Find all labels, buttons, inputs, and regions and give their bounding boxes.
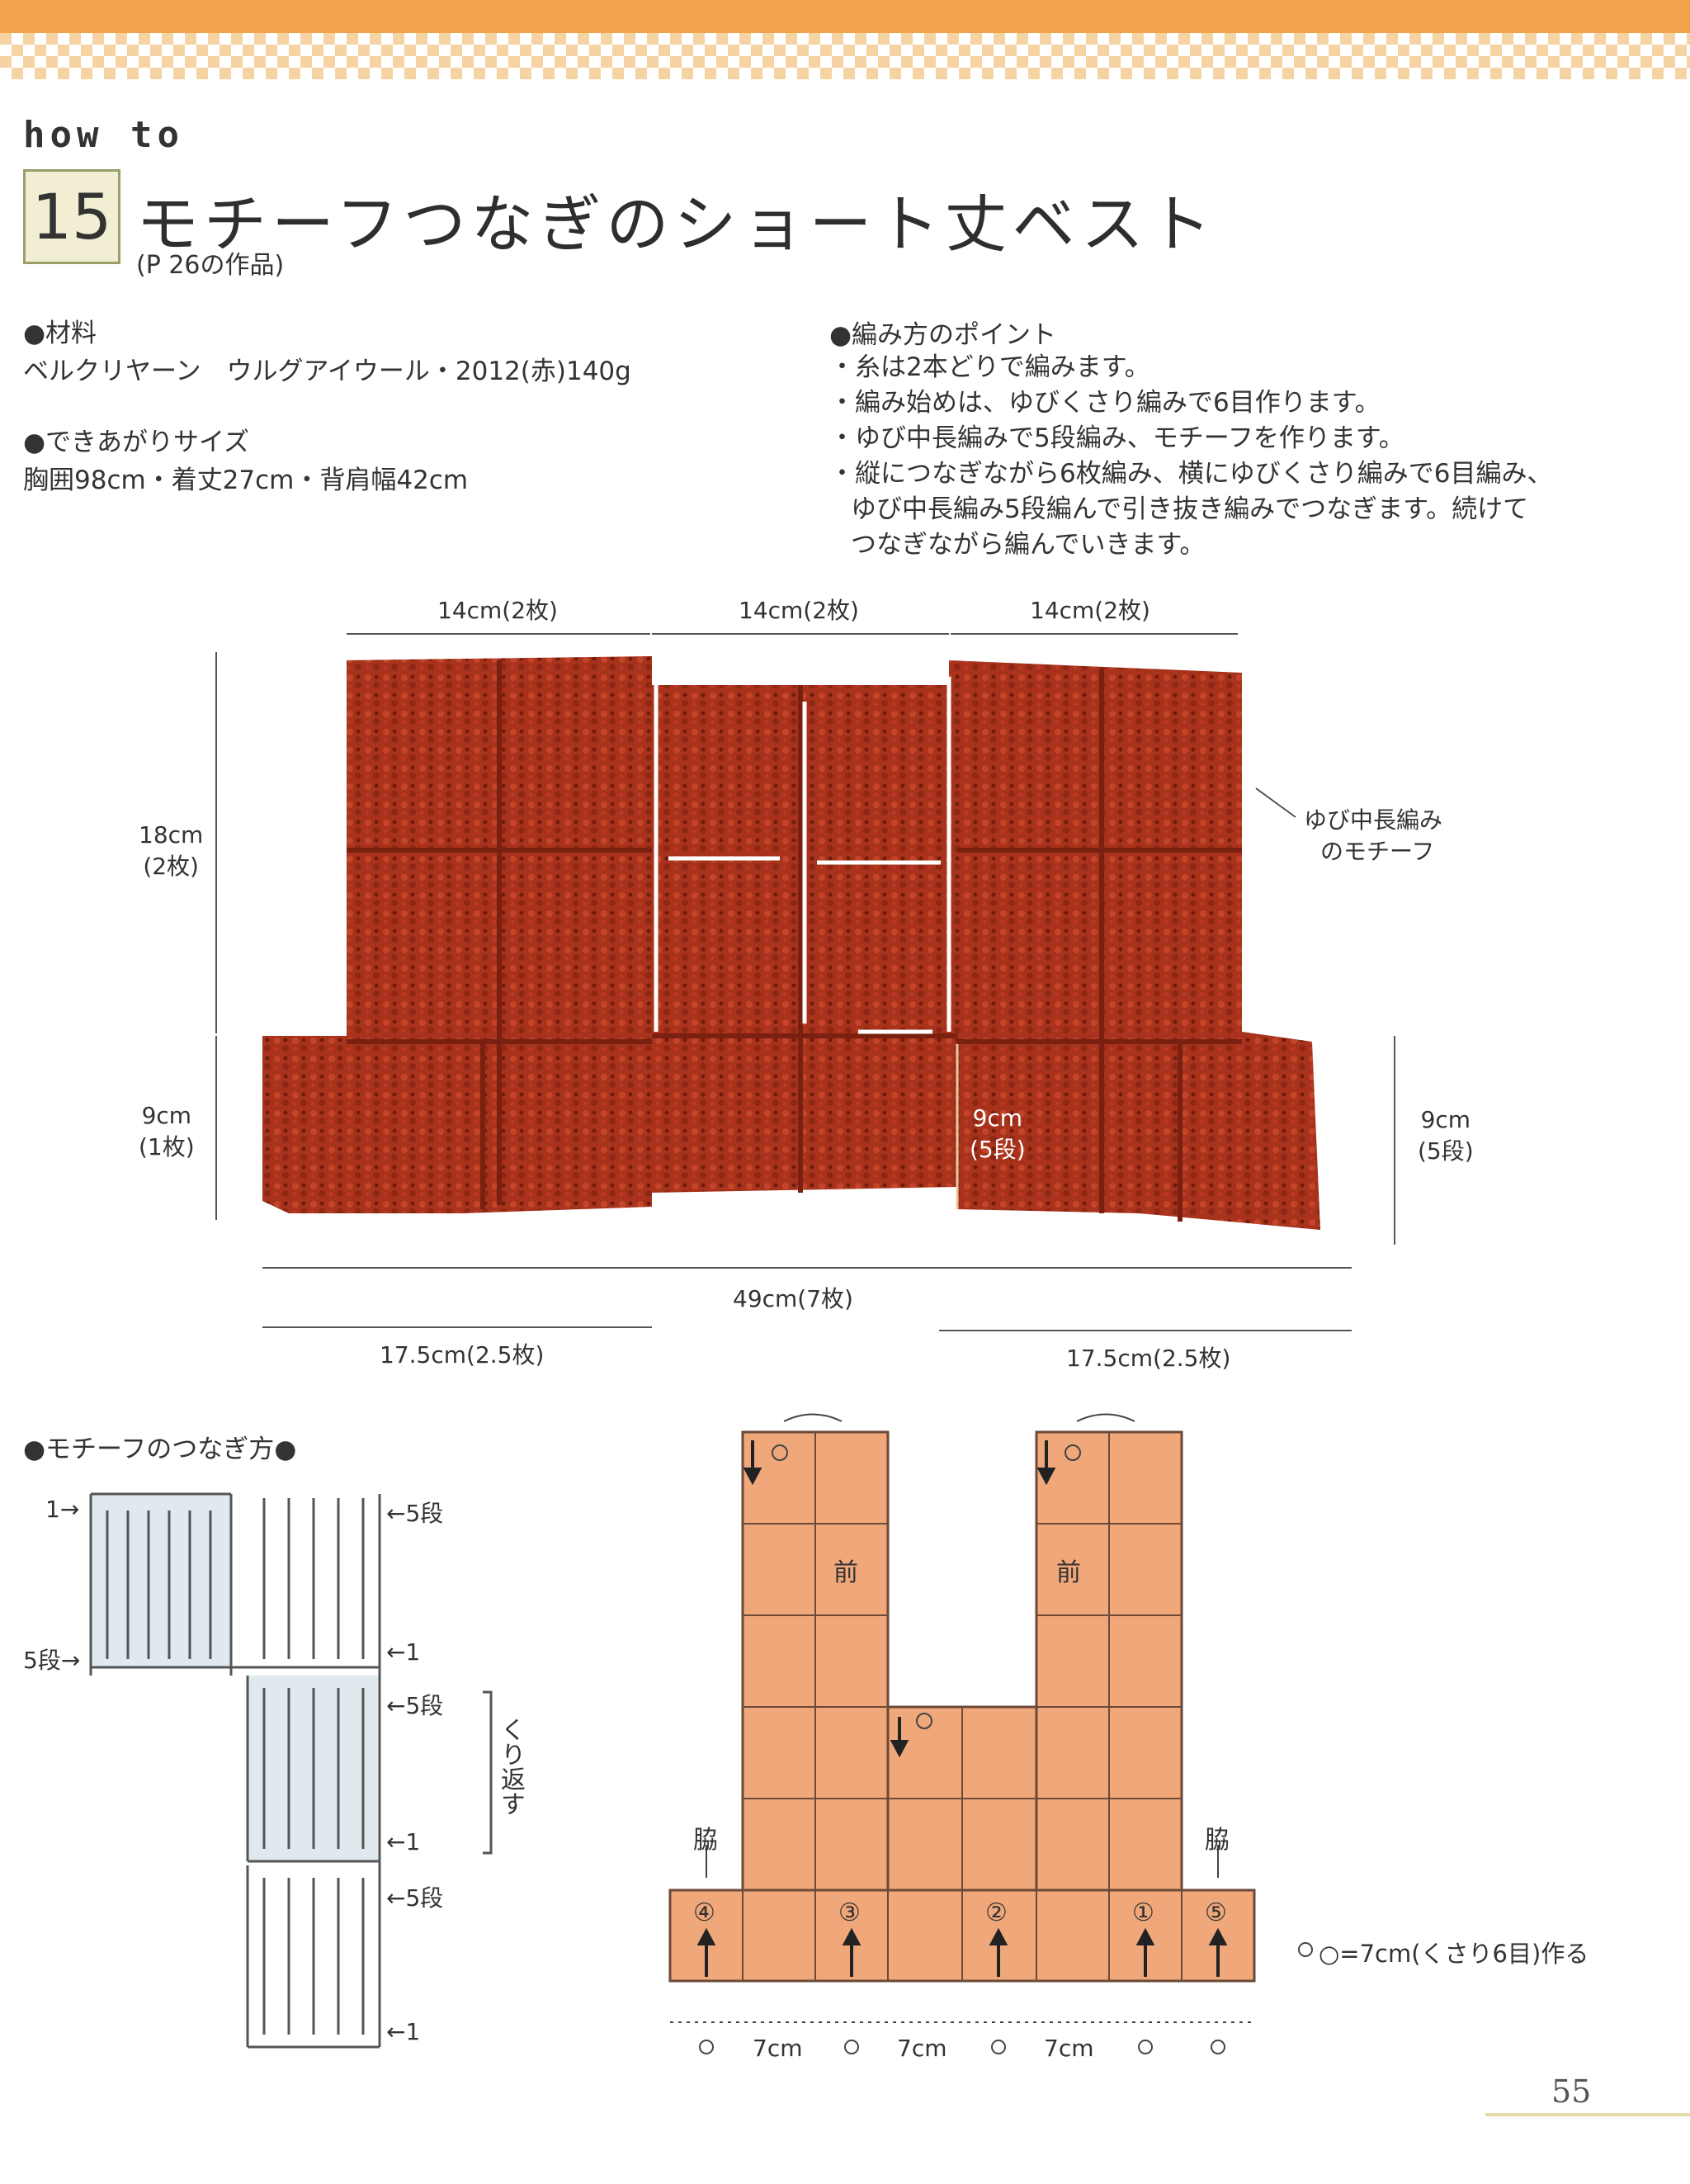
order-5: ⑤	[1205, 1898, 1227, 1927]
join-stitches	[89, 1492, 493, 2049]
point-item: ・縦につなぎながら6枚編み、横にゆびくさり編みで6目編み、	[829, 459, 1553, 489]
top-decorative-band	[0, 0, 1690, 33]
page-number: 55	[1551, 2073, 1592, 2110]
join-label-left-5: 5段→	[23, 1647, 81, 1674]
point-continuation: ゆび中長編み5段編んで引き抜き編みでつなぎます。続けて	[851, 494, 1529, 524]
order-1: ①	[1132, 1898, 1154, 1927]
bottom-7cm-3: 7cm	[1044, 2035, 1094, 2062]
dim-bottom-left: 17.5cm(2.5枚)	[380, 1341, 545, 1369]
dim-left-lower-value: 9cm	[141, 1102, 192, 1129]
dim-bottom-right: 17.5cm(2.5枚)	[1066, 1345, 1231, 1372]
join-label-bot-1: ←1	[386, 2018, 421, 2045]
side-label-left: 脇	[693, 1826, 718, 1855]
dim-left-upper-count: (2枚)	[143, 853, 199, 880]
join-label-top-1: 1→	[45, 1496, 80, 1523]
join-label-mid-5: ←5段	[386, 1692, 444, 1719]
join-label-bot-5: ←5段	[386, 1884, 444, 1912]
top-checker-border	[0, 33, 1690, 79]
points-list: ・糸は2本どりで編みます。 ・編み始めは、ゆびくさり編みで6目作ります。 ・ゆび…	[829, 350, 1552, 563]
page-title: モチーフつなぎのショート丈ベスト	[136, 187, 1216, 261]
legend-text: ○=7cm(くさり6目)作る	[1319, 1940, 1589, 1968]
dim-inner: 9cm (5段)	[970, 1104, 1026, 1165]
point-continuation: つなぎながら編んでいきます。	[851, 530, 1206, 560]
page-number-underline	[1485, 2113, 1690, 2116]
dim-inner-rows: (5段)	[970, 1136, 1026, 1163]
dim-left-lower-count: (1枚)	[139, 1133, 195, 1161]
front-label-right: 前	[1056, 1558, 1081, 1587]
dim-top-3: 14cm(2枚)	[1030, 597, 1150, 624]
dim-top-1: 14cm(2枚)	[437, 597, 558, 624]
join-diagram-title: ●モチーフのつなぎ方●	[23, 1435, 297, 1464]
point-item: ・編み始めは、ゆびくさり編みで6目作ります。	[829, 388, 1381, 418]
order-2: ②	[985, 1898, 1008, 1927]
materials-text: ベルクリヤーン ウルグアイウール・2012(赤)140g	[23, 357, 631, 386]
dim-top-2: 14cm(2枚)	[739, 597, 859, 624]
page-subtitle: (P 26の作品)	[136, 251, 285, 280]
dim-right-rows: (5段)	[1418, 1137, 1474, 1165]
front-label-left: 前	[833, 1558, 858, 1587]
bottom-7cm-2: 7cm	[897, 2035, 947, 2062]
point-item: ・ゆび中長編みで5段編み、モチーフを作ります。	[829, 423, 1404, 453]
dim-right-value: 9cm	[1420, 1106, 1471, 1133]
dim-left-upper: 18cm (2枚)	[139, 821, 203, 882]
bottom-7cm-1: 7cm	[753, 2035, 803, 2062]
dim-bottom: 49cm(7枚)	[733, 1285, 853, 1312]
motif-label-line1: ゆび中長編み	[1304, 806, 1443, 834]
points-heading: ●編み方のポイント	[829, 320, 1057, 350]
point-item: ・糸は2本どりで編みます。	[829, 352, 1150, 382]
finished-size-text: 胸囲98cm・着丈27cm・背肩幅42cm	[23, 466, 469, 495]
order-4: ④	[693, 1898, 715, 1927]
materials-heading: ●材料	[23, 319, 97, 348]
order-3: ③	[838, 1898, 861, 1927]
side-label-right: 脇	[1205, 1826, 1230, 1855]
dim-left-upper-value: 18cm	[139, 821, 204, 849]
dim-right: 9cm (5段)	[1418, 1106, 1474, 1166]
how-to-label: how to	[23, 114, 184, 156]
dim-inner-value: 9cm	[972, 1104, 1023, 1132]
motif-label: ゆび中長編み のモチーフ	[1304, 805, 1442, 867]
finished-size-heading: ●できあがりサイズ	[23, 428, 250, 457]
pattern-number: 15	[23, 169, 120, 264]
join-label-mid-1: ←1	[386, 1828, 421, 1855]
motif-label-line2: のモチーフ	[1320, 838, 1435, 865]
join-label-top-5: ←5段	[386, 1500, 444, 1527]
join-repeat-label: くり返す	[496, 1717, 525, 1816]
dim-left-lower: 9cm (1枚)	[139, 1102, 195, 1162]
join-label-r1-1: ←1	[386, 1638, 421, 1666]
